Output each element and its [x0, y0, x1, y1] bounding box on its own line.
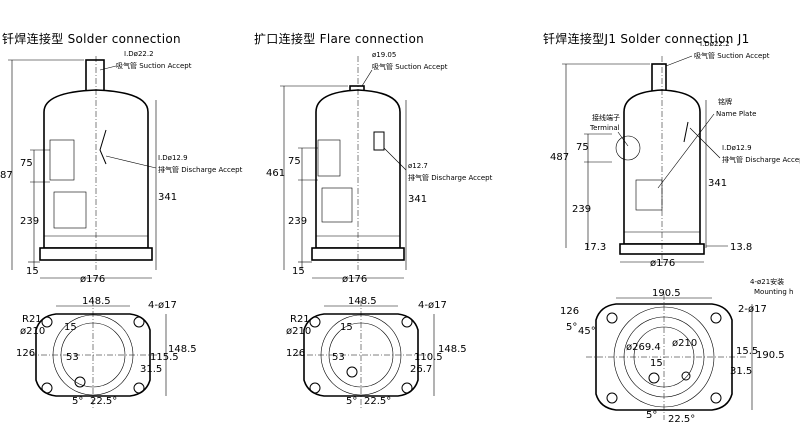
- title-solder-j1: 钎焊连接型J1 Solder connection J1: [543, 32, 750, 46]
- left-discharge-size: I.Dø12.9: [158, 154, 188, 162]
- middle-discharge-label: 排气管 Discharge Accept: [408, 173, 493, 182]
- middle-height-341: 341: [408, 194, 427, 205]
- middle-plan-15: 15: [340, 322, 353, 333]
- left-height-total: 87: [0, 170, 13, 181]
- left-height-15: 15: [26, 266, 39, 277]
- right-plan-d210: ø210: [672, 338, 697, 349]
- middle-elevation: ø19.05 吸气管 Suction Accept ø12.7 排气管 Disc…: [266, 51, 493, 285]
- right-height-13: 13.8: [730, 242, 752, 253]
- left-plan-115: 115.5: [150, 352, 179, 363]
- middle-plan-5deg: 5°: [346, 396, 357, 407]
- middle-height-15: 15: [292, 266, 305, 277]
- right-plan-126: 126: [560, 306, 579, 317]
- right-nameplate-cn: 铭牌: [718, 97, 732, 106]
- left-height-341: 341: [158, 192, 177, 203]
- middle-plan-26: 26.7: [410, 364, 432, 375]
- middle-terminal-box: [317, 139, 341, 177]
- middle-discharge-fitting: [373, 131, 385, 151]
- left-plan-148: 148.5: [82, 296, 111, 307]
- right-discharge-label: 排气管 Discharge Accept: [722, 155, 800, 164]
- middle-plan-126: 126: [286, 348, 305, 359]
- middle-plan-r21: R21: [290, 314, 310, 325]
- right-plan-d269: ø269.4: [626, 342, 661, 353]
- left-plan-53: 53: [66, 352, 79, 363]
- right-plan-45: 45°: [578, 326, 596, 337]
- left-plan-holes: 4-ø17: [148, 300, 177, 311]
- right-height-341: 341: [708, 178, 727, 189]
- right-nameplate-en: Name Plate: [716, 110, 756, 118]
- right-terminal-box: [615, 135, 641, 161]
- right-plan-31: 31.5: [730, 366, 752, 377]
- right-diameter-176: ø176: [650, 258, 675, 269]
- left-height-239: 239: [20, 216, 39, 227]
- right-height-17: 17.3: [584, 242, 606, 253]
- right-suction-pipe: [651, 63, 667, 93]
- middle-plan-110: 110.5: [414, 352, 443, 363]
- right-plan-holes-top: 4-ø21安装: [750, 277, 784, 286]
- middle-suction-size: ø19.05: [372, 51, 396, 59]
- left-plan-126: 126: [16, 348, 35, 359]
- right-plan-2holes: 2-ø17: [738, 304, 767, 315]
- right-plan-5deg-b: 5°: [646, 410, 657, 421]
- middle-plan-holes: 4-ø17: [418, 300, 447, 311]
- right-plan-15: 15: [650, 358, 663, 369]
- title-solder: 钎焊连接型 Solder connection: [2, 32, 181, 46]
- left-nameplate: [53, 191, 87, 229]
- left-plan-31: 31.5: [140, 364, 162, 375]
- middle-diameter-176: ø176: [342, 274, 367, 285]
- right-terminal-en: Terminal: [589, 124, 620, 132]
- middle-height-total: 461: [266, 168, 285, 179]
- middle-plan-148-vertical: 148.5: [438, 344, 467, 355]
- left-suction-label: 吸气管 Suction Accept: [116, 61, 192, 70]
- left-plan-r21: R21: [22, 314, 42, 325]
- middle-plan-22deg: 22.5°: [364, 396, 391, 407]
- right-plan-155: 15.5: [736, 346, 758, 357]
- right-plan-190: 190.5: [652, 288, 681, 299]
- right-suction-size: I.Dø22.2: [700, 40, 730, 48]
- left-plan-148-vertical: 148.5: [168, 344, 197, 355]
- left-height-75: 75: [20, 158, 33, 169]
- left-plan-d210: ø210: [20, 326, 45, 337]
- middle-plan: 148.5 4-ø17 R21 ø210 126 15 53 110.5 26.…: [286, 296, 467, 410]
- left-terminal-box: [49, 139, 75, 181]
- right-discharge-size: I.Dø12.9: [722, 144, 752, 152]
- left-plan-5deg: 5°: [72, 396, 83, 407]
- middle-discharge-size: ø12.7: [408, 162, 428, 170]
- right-plan-22deg: 22.5°: [668, 414, 695, 425]
- right-plan-190-vertical: 190.5: [756, 350, 785, 361]
- left-diameter-176: ø176: [80, 274, 105, 285]
- middle-suction-label: 吸气管 Suction Accept: [372, 62, 448, 71]
- middle-height-239: 239: [288, 216, 307, 227]
- right-height-75: 75: [576, 142, 589, 153]
- right-height-239: 239: [572, 204, 591, 215]
- right-height-total: 487: [550, 152, 569, 163]
- left-discharge-pipe: [99, 129, 107, 165]
- middle-plan-d210: ø210: [286, 326, 311, 337]
- right-plan: 190.5 4-ø21安装 Mounting h 2-ø17 126 45° 5…: [560, 277, 793, 425]
- middle-plan-148: 148.5: [348, 296, 377, 307]
- right-discharge-pipe: [683, 121, 689, 143]
- right-elevation: I.Dø22.2 吸气管 Suction Accept 接线端子 Termina…: [550, 40, 800, 269]
- title-flare: 扩口连接型 Flare connection: [254, 32, 424, 46]
- middle-height-75: 75: [288, 156, 301, 167]
- right-plan-5deg-a: 5°: [566, 322, 577, 333]
- left-plan: 148.5 4-ø17 R21 ø210 126 15 53 115.5 31.…: [16, 296, 197, 410]
- right-terminal-cn: 接线端子: [592, 113, 620, 122]
- left-suction-size: I.Dø22.2: [124, 50, 154, 58]
- left-discharge-label: 排气管 Discharge Accept: [158, 165, 243, 174]
- left-plan-15: 15: [64, 322, 77, 333]
- middle-plan-53: 53: [332, 352, 345, 363]
- right-nameplate: [635, 179, 663, 211]
- right-suction-label: 吸气管 Suction Accept: [694, 51, 770, 60]
- left-plan-22deg: 22.5°: [90, 396, 117, 407]
- left-elevation: I.Dø22.2 吸气管 Suction Accept I.Dø12.9 排气管…: [0, 50, 243, 285]
- right-plan-holes-bottom: Mounting h: [754, 288, 793, 296]
- middle-nameplate: [321, 187, 353, 223]
